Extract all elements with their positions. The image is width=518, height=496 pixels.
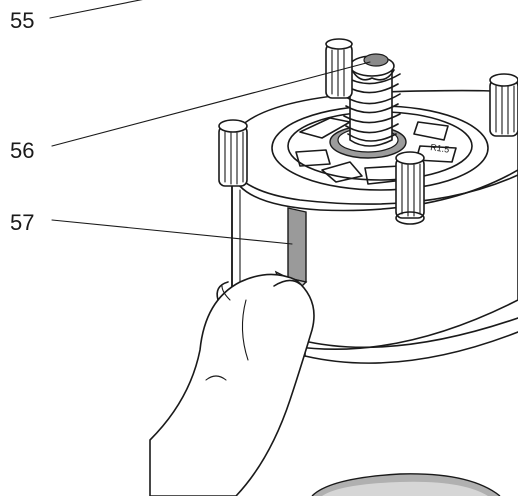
post-right [489, 73, 518, 137]
post-front [395, 151, 425, 225]
callout-57-leader [51, 219, 293, 245]
callout-57-label: 57 [10, 210, 34, 235]
threaded-spindle [343, 53, 401, 147]
callout-56-leader [51, 61, 371, 147]
finger-illustration [149, 273, 315, 496]
callout-55-label: 55 [10, 8, 34, 33]
callout-55-leader [49, 0, 143, 19]
bowl-rim [311, 473, 501, 496]
post-back [325, 38, 353, 99]
plate-marking-text: R1.5 [430, 142, 450, 155]
post-left [218, 119, 248, 187]
callout-56-label: 56 [10, 138, 34, 163]
